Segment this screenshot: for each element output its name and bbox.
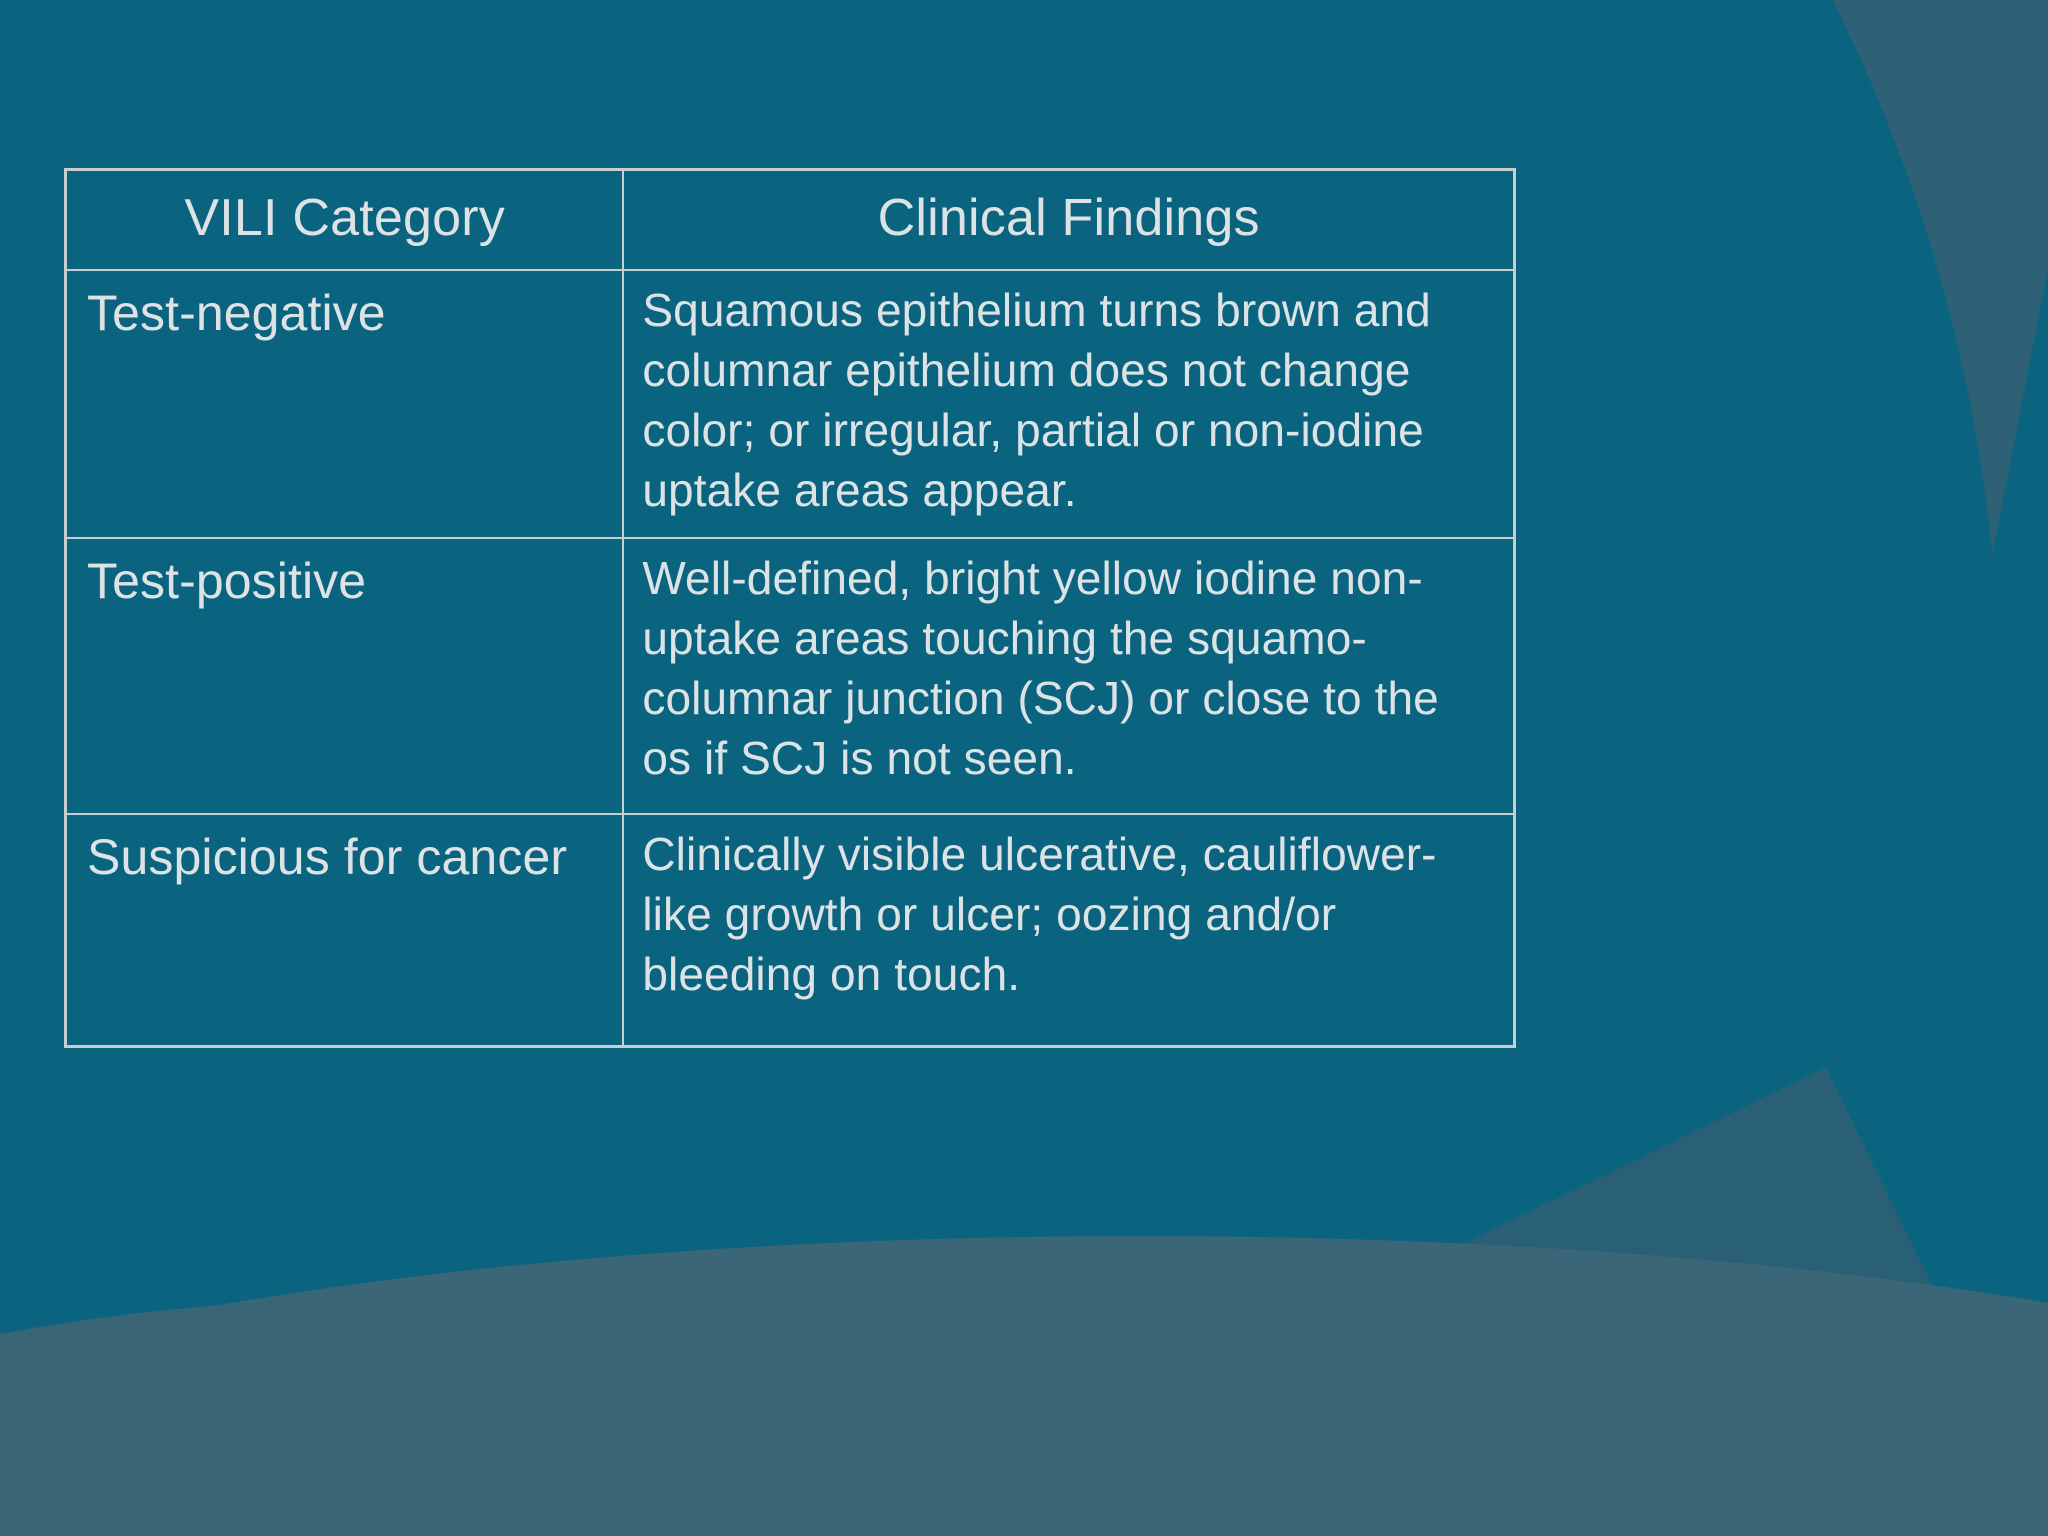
column-header-clinical-findings: Clinical Findings — [622, 168, 1516, 272]
cell-category-test-positive: Test-positive — [64, 537, 625, 816]
table-row: Suspicious for cancer Clinically visible… — [64, 813, 1516, 1048]
background-bottom-band — [0, 1236, 2048, 1536]
table-row: Test-negative Squamous epithelium turns … — [64, 269, 1516, 540]
column-header-vili-category: VILI Category — [64, 168, 625, 272]
background-diagonal-band — [477, 1067, 2048, 1536]
cell-findings-suspicious-for-cancer: Clinically visible ulcerative, cauliflow… — [622, 813, 1516, 1048]
table-header-row: VILI Category Clinical Findings — [64, 168, 1516, 272]
background-bottom-left-band — [0, 1296, 1200, 1536]
cell-findings-test-positive: Well-defined, bright yellow iodine non-u… — [622, 537, 1516, 816]
table-row: Test-positive Well-defined, bright yello… — [64, 537, 1516, 816]
vili-table-container: VILI Category Clinical Findings Test-neg… — [64, 168, 1516, 1048]
cell-findings-test-negative: Squamous epithelium turns brown and colu… — [622, 269, 1516, 540]
vili-category-table: VILI Category Clinical Findings Test-neg… — [64, 168, 1516, 1048]
cell-category-suspicious-for-cancer: Suspicious for cancer — [64, 813, 625, 1048]
cell-category-test-negative: Test-negative — [64, 269, 625, 540]
background-diagonal-band-secondary — [815, 1327, 2048, 1536]
